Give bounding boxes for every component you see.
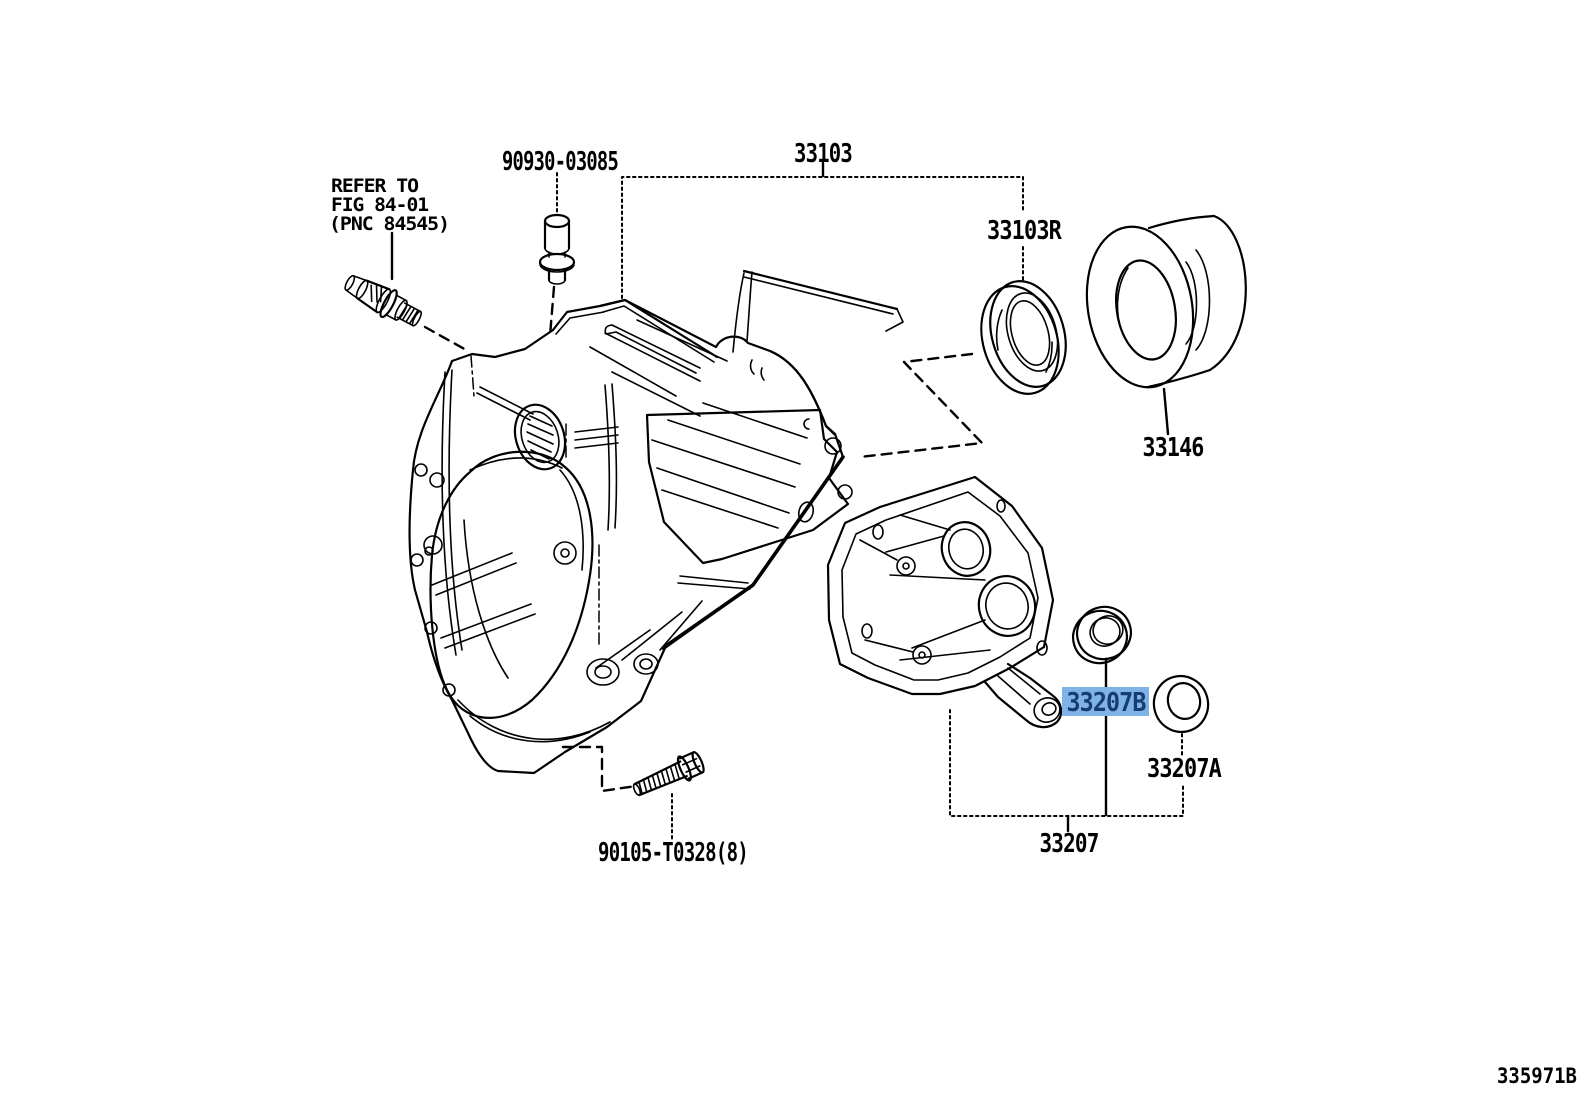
backup-switch-drawing	[344, 274, 423, 327]
part-label-bushing[interactable]: 33146	[1143, 433, 1205, 463]
bolt-drawing	[632, 751, 705, 797]
cover-seal-drawing	[1072, 605, 1132, 665]
part-label-bolt[interactable]: 90105-T0328(8)	[598, 838, 749, 868]
refer-note-line1: REFER TO	[331, 175, 419, 197]
breather-dashed-pointer	[548, 285, 556, 338]
part-label-case-cover[interactable]: 33207	[1040, 829, 1100, 859]
seal-dashed-pointer	[858, 352, 984, 459]
part-label-transaxle-case[interactable]: 33103	[794, 139, 853, 169]
cover-bracket	[949, 709, 1184, 817]
bushing-drawing	[1085, 214, 1247, 389]
leader-lines	[390, 161, 1184, 841]
breather-plug-drawing	[538, 213, 576, 285]
part-label-cover-gasket-ring[interactable]: 33207A	[1147, 754, 1223, 784]
figure-code: 335971B	[1497, 1064, 1577, 1088]
transaxle-case-drawing	[408, 269, 904, 775]
refer-note-line3: (PNC 84545)	[329, 213, 449, 235]
switch-dashed-pointer	[423, 325, 470, 353]
refer-note-line2: FIG 84-01	[331, 194, 429, 216]
case-seal-drawing	[980, 280, 1067, 395]
case-bracket	[621, 176, 1024, 299]
part-label-cover-oil-seal-highlighted[interactable]: 33207B	[1067, 688, 1147, 718]
bushing-leader	[1162, 387, 1170, 436]
highlight-box-33207B	[1062, 687, 1149, 716]
part-labels: REFER TO FIG 84-01 (PNC 84545) 90930-030…	[329, 139, 1223, 868]
bolt-dashed-pointer	[561, 745, 638, 793]
part-label-case-oil-seal[interactable]: 33103R	[987, 216, 1063, 246]
case-cover-drawing	[826, 475, 1063, 729]
gasket-ring-drawing	[1152, 674, 1210, 734]
part-label-breather-plug[interactable]: 90930-03085	[502, 147, 619, 177]
